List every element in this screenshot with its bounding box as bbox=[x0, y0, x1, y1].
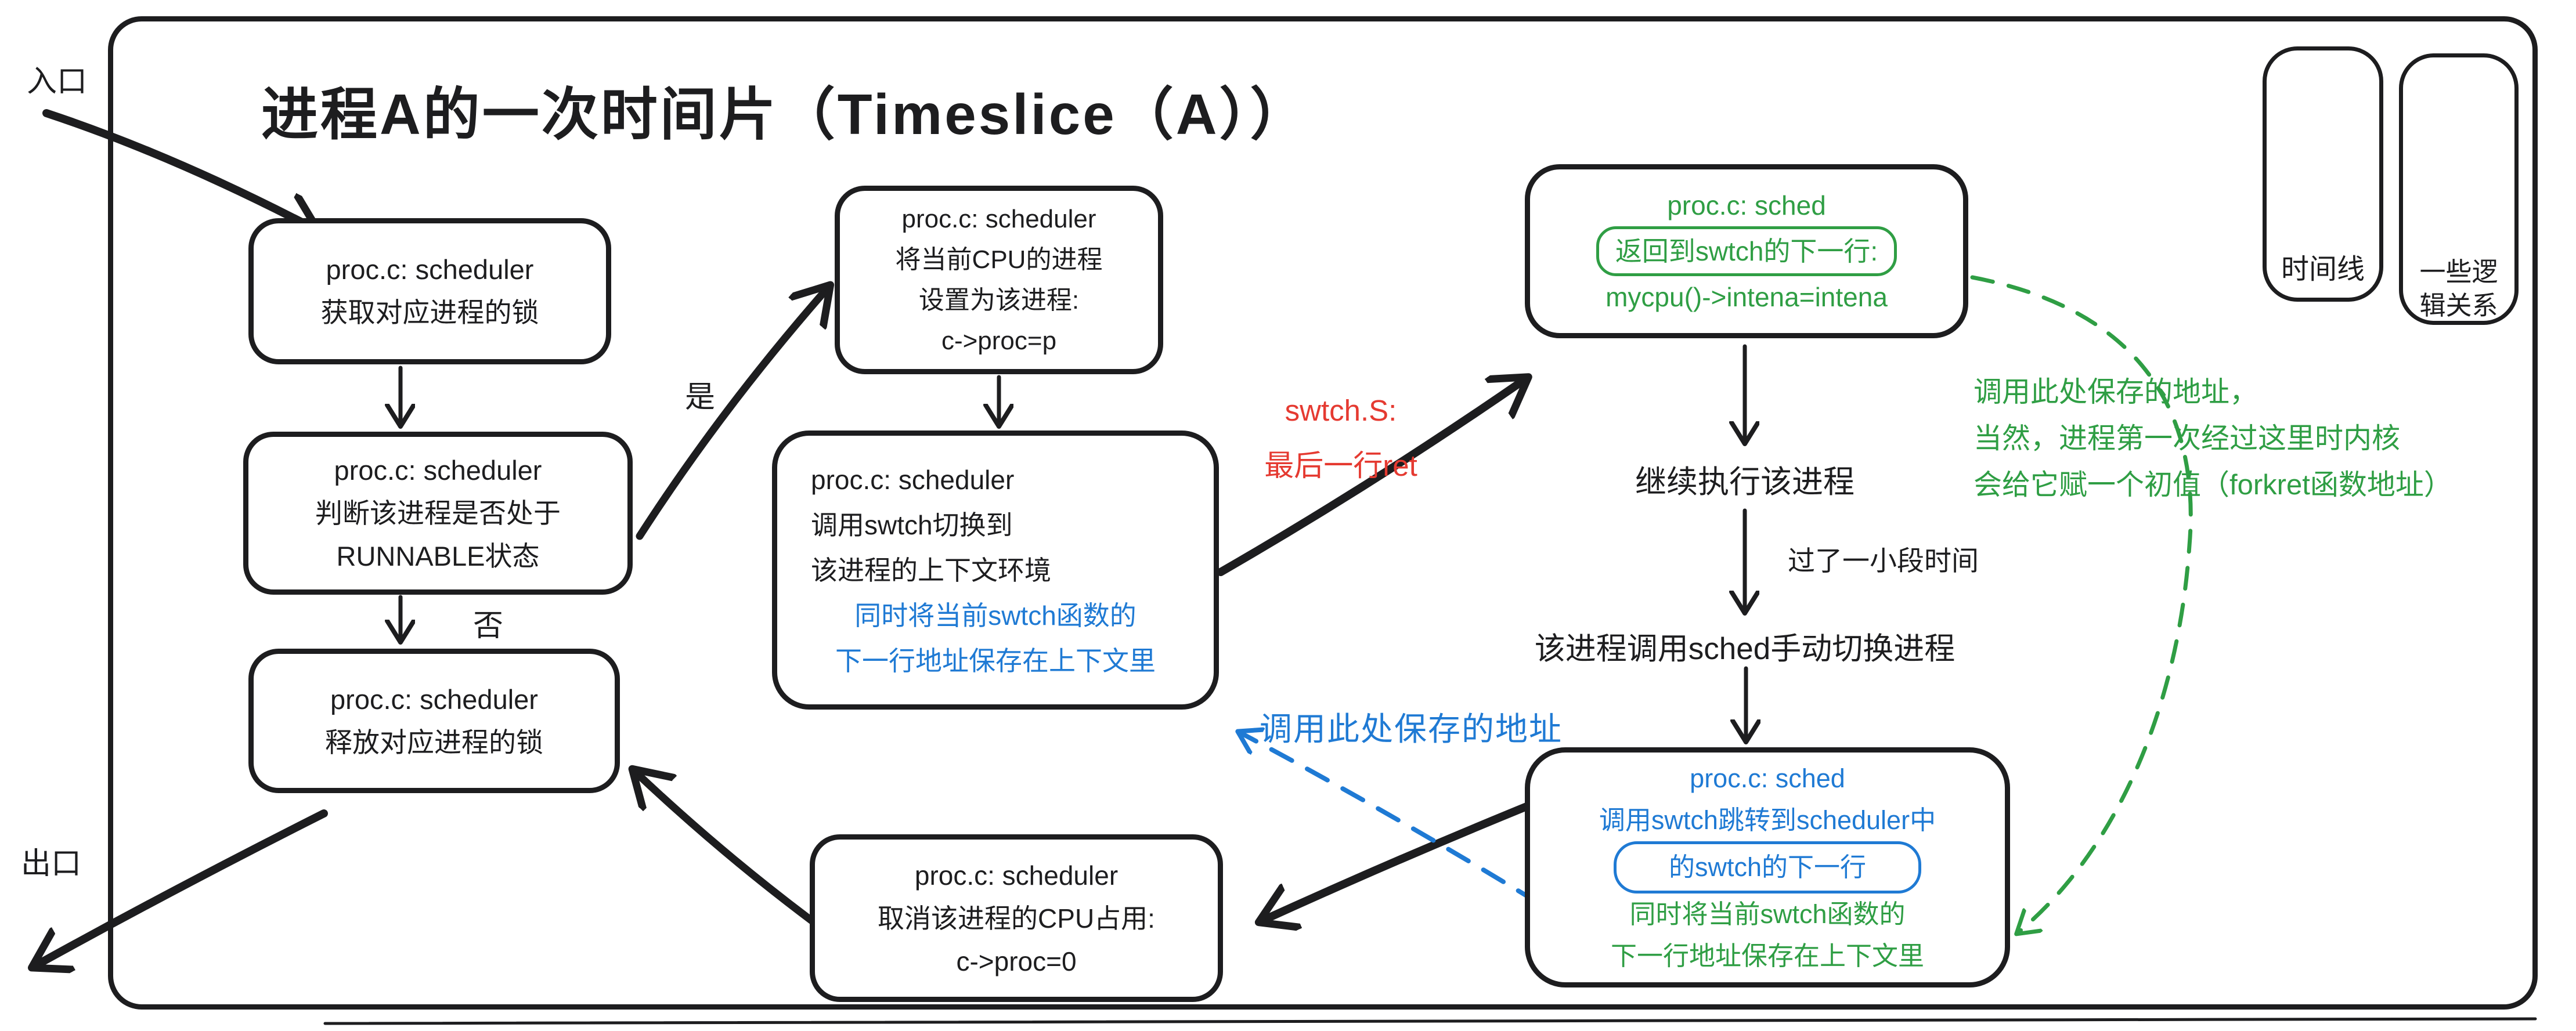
node-line: 取消该进程的CPU占用: bbox=[878, 903, 1155, 934]
page-title: 进程A的一次时间片（Timeslice（A）） bbox=[261, 82, 1309, 146]
node-acquire-lock[interactable]: proc.c: scheduler 获取对应进程的锁 bbox=[248, 218, 611, 364]
frame-bottom-overstroke bbox=[323, 1017, 2537, 1025]
node-check-runnable[interactable]: proc.c: scheduler 判断该进程是否处于 RUNNABLE状态 bbox=[243, 432, 633, 595]
node-line: proc.c: scheduler bbox=[914, 860, 1119, 891]
annotation-saved-address-blue: 调用此处保存的地址 bbox=[1260, 711, 1563, 747]
node-line: 获取对应进程的锁 bbox=[320, 297, 539, 328]
node-line: 释放对应进程的锁 bbox=[325, 726, 543, 758]
node-line-blue: 调用swtch跳转到scheduler中 bbox=[1599, 805, 1936, 835]
node-call-swtch[interactable]: proc.c: scheduler 调用swtch切换到 该进程的上下文环境 同… bbox=[772, 431, 1219, 710]
node-line: proc.c: scheduler bbox=[901, 204, 1096, 233]
node-line: 设置为该进程: bbox=[918, 285, 1080, 314]
text-call-sched: 该进程调用sched手动切换进程 bbox=[1534, 632, 1956, 666]
node-line-green: proc.c: sched bbox=[1667, 190, 1826, 220]
diagram-frame bbox=[108, 16, 2538, 1010]
node-clear-proc[interactable]: proc.c: scheduler 取消该进程的CPU占用: c->proc=0 bbox=[810, 834, 1223, 1002]
yes-label: 是 bbox=[685, 381, 716, 414]
annotation-line: 调用此处保存的地址， bbox=[1974, 377, 2258, 408]
node-line: 将当前CPU的进程 bbox=[895, 245, 1103, 274]
annotation-saved-address-green: 调用此处保存的地址， 当然，进程第一次经过这里时内核 会给它赋一个初值（fork… bbox=[1974, 369, 2452, 508]
node-line: 判断该进程是否处于 bbox=[315, 497, 561, 529]
node-line: c->proc=0 bbox=[956, 946, 1077, 976]
sched-return-highlight: 返回到swtch的下一行: bbox=[1596, 226, 1897, 276]
node-sched-return[interactable]: proc.c: sched 返回到swtch的下一行: mycpu()->int… bbox=[1525, 164, 1968, 338]
node-line-blue: proc.c: sched bbox=[1690, 764, 1845, 793]
legend-timeline-box bbox=[2263, 46, 2383, 302]
legend-timeline-label: 时间线 bbox=[2281, 254, 2365, 285]
node-line-green: mycpu()->intena=intena bbox=[1606, 282, 1888, 312]
node-note-green: 同时将当前swtch函数的 bbox=[1629, 899, 1906, 929]
node-line: proc.c: scheduler bbox=[811, 464, 1015, 495]
node-note-blue: 下一行地址保存在上下文里 bbox=[835, 645, 1156, 676]
text-after-a-while: 过了一小段时间 bbox=[1788, 545, 1979, 576]
node-release-lock[interactable]: proc.c: scheduler 释放对应进程的锁 bbox=[248, 649, 620, 793]
node-line: 该进程的上下文环境 bbox=[811, 555, 1051, 585]
node-sched-jump[interactable]: proc.c: sched 调用swtch跳转到scheduler中 的swtc… bbox=[1525, 747, 2010, 987]
node-note-green: 下一行地址保存在上下文里 bbox=[1610, 941, 1924, 971]
annotation-line: 当然，进程第一次经过这里时内核 bbox=[1974, 423, 2401, 454]
entry-label: 入口 bbox=[27, 65, 88, 99]
annotation-swtch-ret: swtch.S: 最后一行ret bbox=[1213, 383, 1469, 493]
legend-logic-label-line2: 辑关系 bbox=[2419, 291, 2498, 320]
legend-logic-box bbox=[2399, 53, 2519, 325]
node-line: RUNNABLE状态 bbox=[336, 540, 540, 571]
no-label: 否 bbox=[473, 609, 504, 643]
annotation-line: swtch.S: bbox=[1285, 394, 1397, 427]
node-line: proc.c: scheduler bbox=[326, 254, 534, 285]
node-line: c->proc=p bbox=[941, 326, 1057, 355]
node-note-blue: 同时将当前swtch函数的 bbox=[854, 600, 1137, 631]
sched-jump-highlight: 的swtch的下一行 bbox=[1613, 841, 1922, 893]
annotation-line: 最后一行ret bbox=[1264, 449, 1417, 482]
node-line: 调用swtch切换到 bbox=[811, 509, 1013, 540]
legend-logic-label-line1: 一些逻 bbox=[2419, 257, 2498, 287]
text-continue-exec: 继续执行该进程 bbox=[1635, 465, 1855, 500]
node-line: proc.c: scheduler bbox=[334, 454, 542, 486]
exit-label: 出口 bbox=[21, 847, 82, 881]
node-set-proc[interactable]: proc.c: scheduler 将当前CPU的进程 设置为该进程: c->p… bbox=[835, 186, 1163, 374]
annotation-line: 会给它赋一个初值（forkret函数地址） bbox=[1974, 469, 2452, 501]
node-line: proc.c: scheduler bbox=[330, 683, 538, 715]
